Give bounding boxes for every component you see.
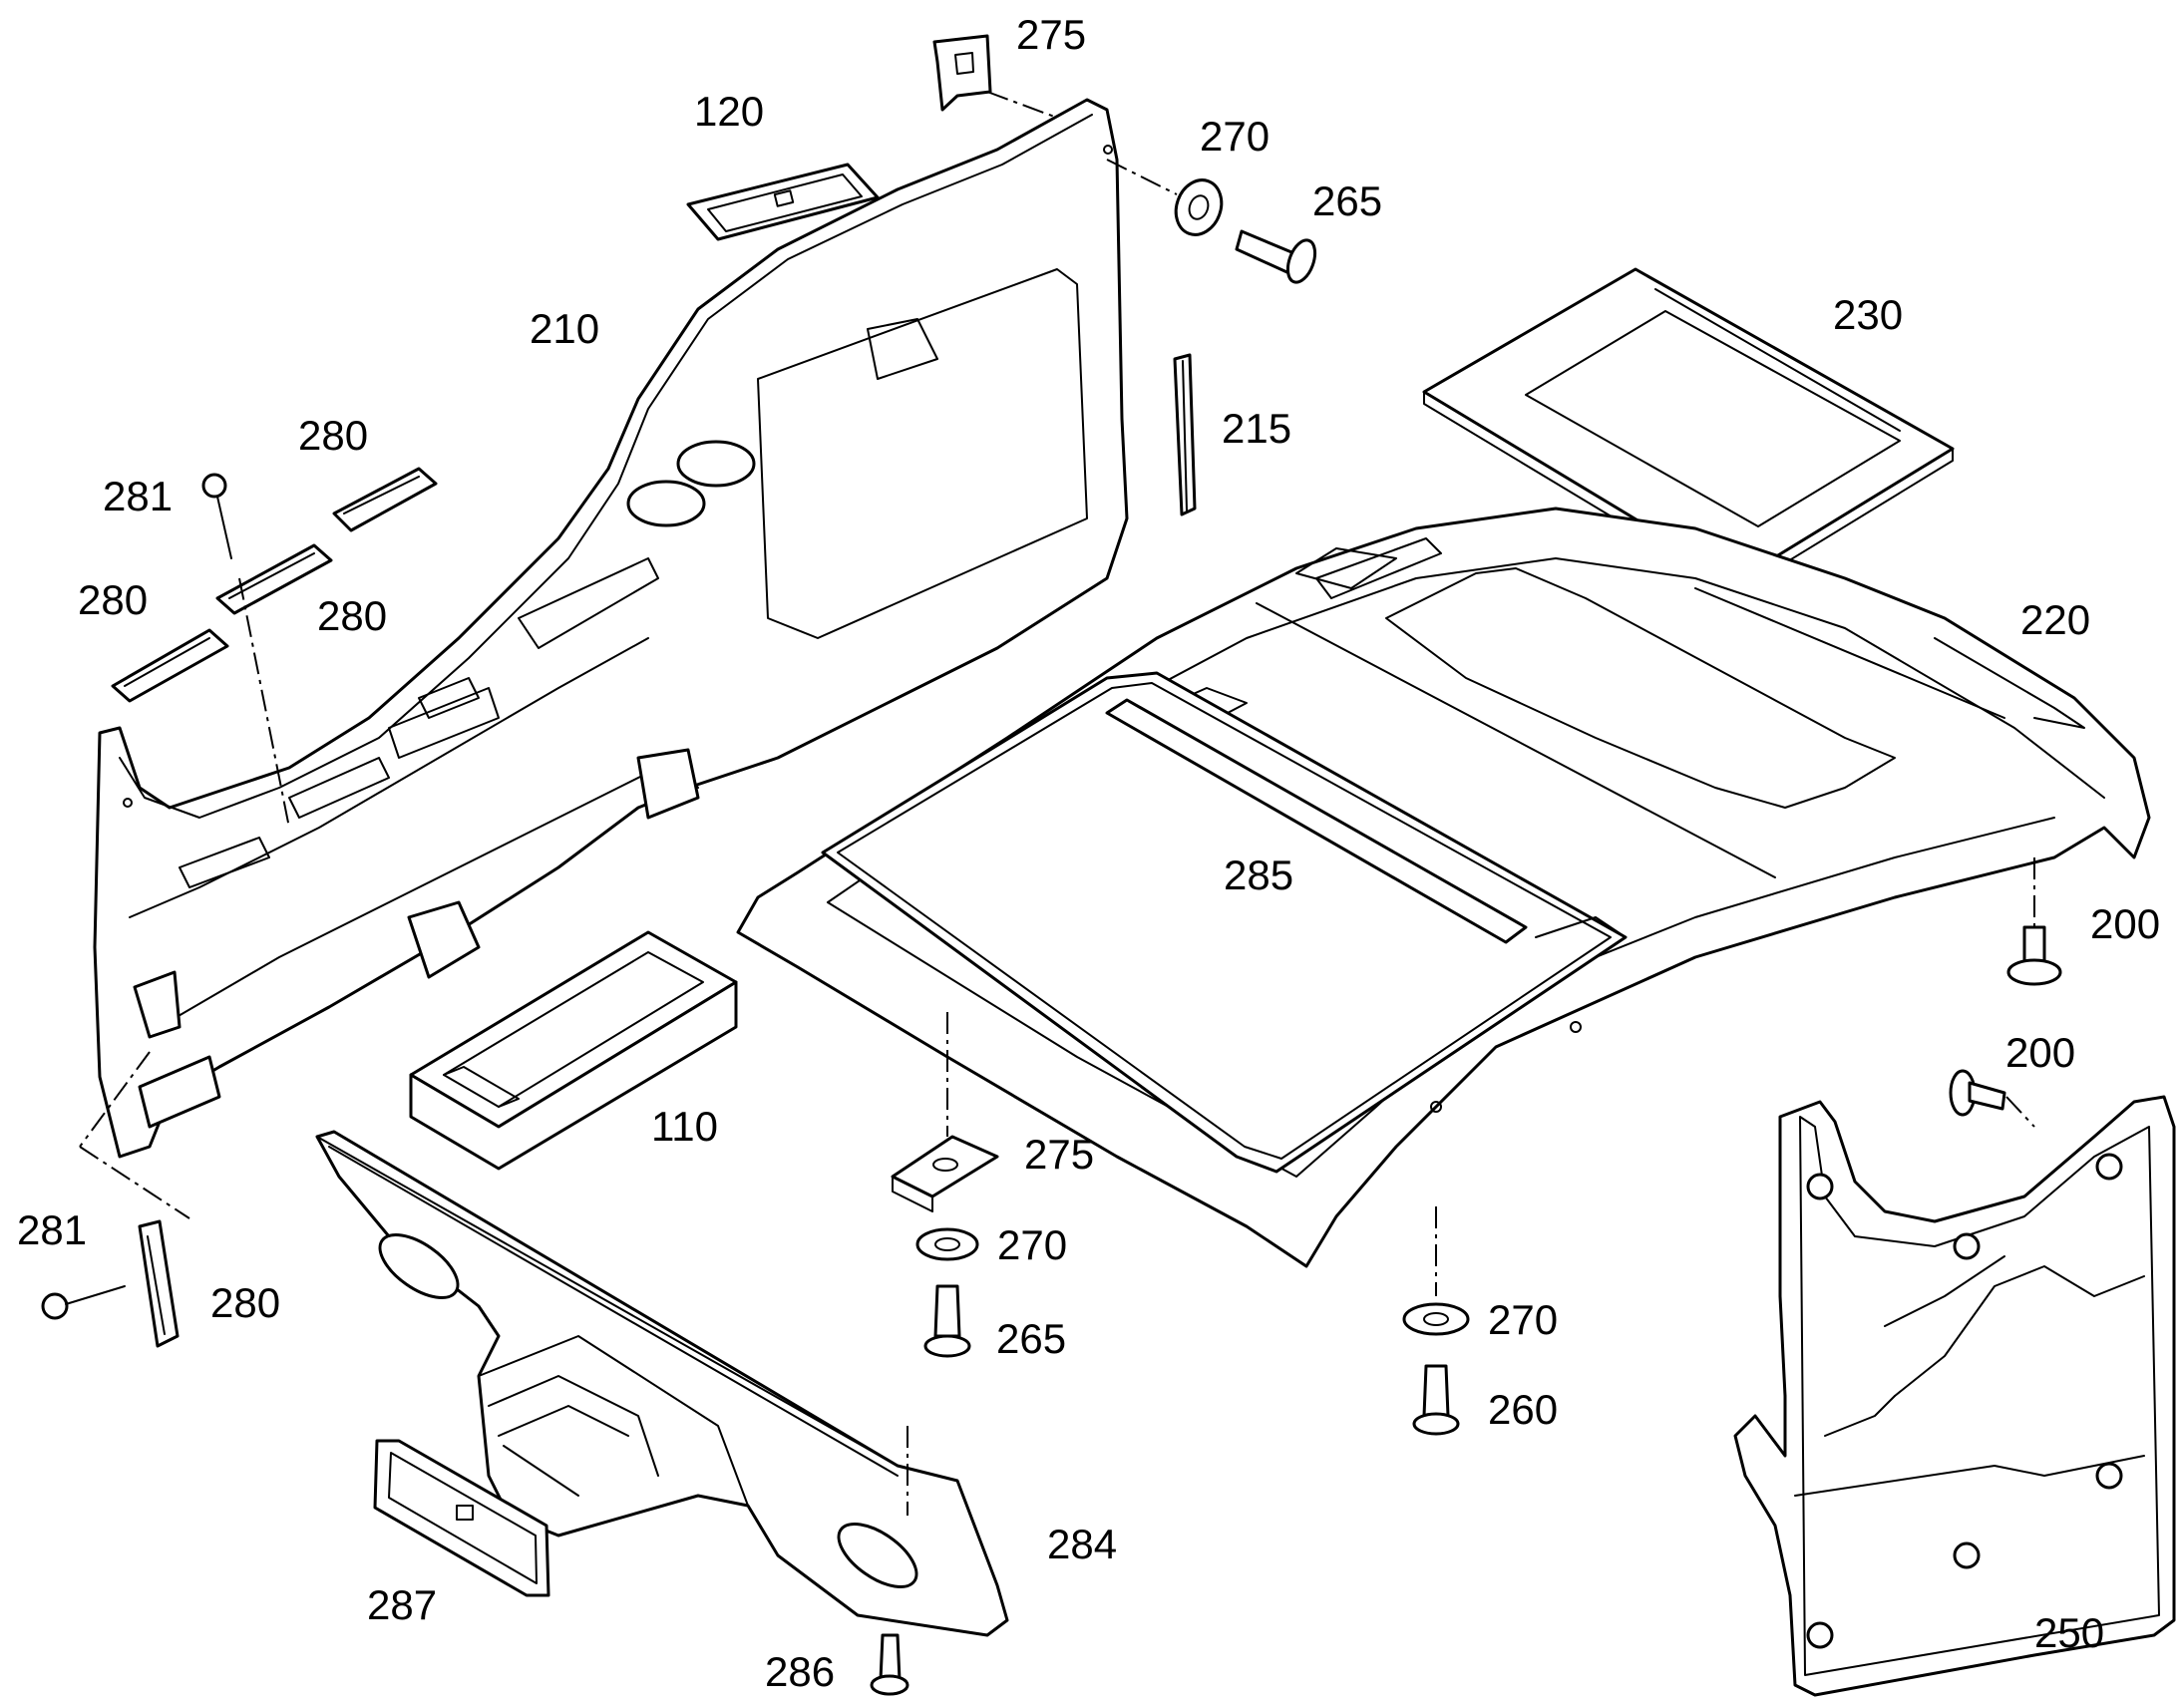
callout-200-a: 200 <box>2090 900 2160 947</box>
callout-275-mid: 275 <box>1024 1131 1094 1178</box>
callout-200-b: 200 <box>2005 1029 2075 1076</box>
rear-panel-250 <box>1733 1095 2176 1697</box>
callout-281-bottom: 281 <box>17 1206 87 1253</box>
callout-280-d: 280 <box>210 1279 280 1326</box>
storage-tray-110 <box>409 930 738 1171</box>
washer-270-right <box>1402 1206 1470 1336</box>
clip-bracket-275-top <box>932 34 1058 119</box>
callout-270-right: 270 <box>1488 1296 1558 1343</box>
push-pin-200-a <box>2006 857 2062 986</box>
seal-strip-215 <box>1173 353 1197 516</box>
vent-grille-280-c <box>111 628 229 703</box>
callout-260: 260 <box>1488 1386 1558 1433</box>
screw-265-mid <box>923 1284 971 1358</box>
callout-120: 120 <box>694 88 764 135</box>
callout-210: 210 <box>530 305 599 352</box>
screw-281-bottom <box>41 1051 190 1320</box>
screw-281-top <box>201 473 290 829</box>
push-pin-200-b <box>1949 1069 2035 1128</box>
vent-grille-280-a <box>332 467 438 532</box>
callout-270-top: 270 <box>1200 113 1270 160</box>
callout-275-top: 275 <box>1016 11 1086 58</box>
vent-grille-280-b <box>215 543 333 615</box>
callout-287: 287 <box>367 1581 437 1628</box>
screw-265-top <box>1235 229 1317 284</box>
side-console-panel-210 <box>93 98 1129 1159</box>
washer-270-top <box>1106 159 1224 236</box>
vent-grille-280-d <box>138 1219 180 1348</box>
speaker-housing-284 <box>315 1130 1009 1637</box>
callout-286: 286 <box>765 1648 835 1695</box>
callout-280-a: 280 <box>298 412 368 459</box>
callout-281-top: 281 <box>103 473 173 519</box>
callout-110: 110 <box>651 1103 718 1150</box>
callout-284: 284 <box>1047 1521 1117 1567</box>
callout-285: 285 <box>1224 852 1293 898</box>
washer-270-mid <box>915 1227 979 1261</box>
label-plate-287 <box>373 1439 579 1597</box>
callout-280-b: 280 <box>317 592 387 639</box>
callout-215: 215 <box>1222 405 1291 452</box>
screw-286 <box>870 1633 909 1696</box>
callout-270-mid: 270 <box>997 1221 1067 1268</box>
clip-bracket-275-mid <box>891 1012 999 1212</box>
roof-panel-285 <box>821 671 1628 1174</box>
callout-280-c: 280 <box>78 576 148 623</box>
callout-230: 230 <box>1833 291 1903 338</box>
callout-250: 250 <box>2034 1609 2104 1656</box>
label-plate-120 <box>686 163 880 241</box>
callout-220: 220 <box>2020 596 2090 643</box>
callout-265-mid: 265 <box>996 1315 1066 1362</box>
screw-260 <box>1412 1364 1460 1436</box>
callout-265-top: 265 <box>1312 177 1382 224</box>
